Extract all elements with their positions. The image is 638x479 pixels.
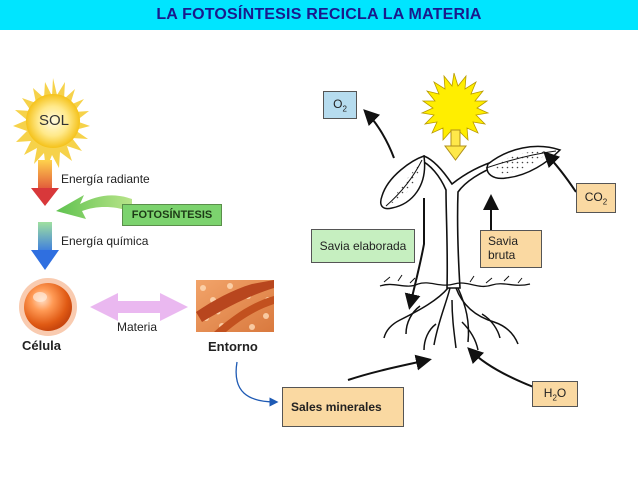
sun-label: SOL	[39, 112, 70, 129]
elaborated-sap-box: Savia elaborada	[311, 229, 415, 263]
co2-box: CO2	[576, 183, 616, 213]
sun-icon	[13, 78, 90, 170]
elaborated-sap-label: Savia elaborada	[319, 239, 407, 253]
plant-sun-icon	[420, 72, 490, 145]
title-banner: LA FOTOSÍNTESIS RECICLA LA MATERIA	[0, 0, 638, 30]
ground-line	[379, 282, 531, 288]
radiant-energy-label: Energía radiante	[61, 172, 150, 186]
flow-arrows	[347, 109, 577, 389]
environment-tissue-image	[196, 280, 274, 332]
oxygen-arrow	[363, 109, 395, 159]
co2-arrow	[543, 151, 577, 193]
photosynthesis-label: FOTOSÍNTESIS	[122, 204, 222, 226]
raw-sap-box: Savia bruta	[480, 230, 542, 268]
photosynthesis-arrow	[56, 195, 132, 219]
raw-sap-label-line2: bruta	[488, 248, 516, 262]
water-box: H2O	[532, 381, 578, 407]
ground-grass	[383, 274, 523, 284]
co2-label: CO2	[584, 189, 608, 207]
environment-to-salts-arrow	[235, 361, 279, 407]
matter-double-arrow	[90, 293, 188, 321]
mineral-salts-label: Sales minerales	[291, 400, 382, 414]
mineral-salts-arrow	[347, 354, 432, 381]
left-leaf	[380, 155, 426, 210]
chemical-energy-label: Energía química	[61, 234, 149, 248]
matter-label: Materia	[117, 320, 158, 334]
oxygen-box: O2	[323, 91, 357, 119]
plant-roots	[383, 287, 519, 351]
light-arrow-icon	[444, 129, 467, 161]
chemical-energy-arrow	[31, 222, 59, 270]
raw-sap-label-line1: Savia	[488, 234, 519, 248]
elaborated-sap-arrow	[404, 198, 425, 310]
radiant-energy-arrow	[31, 160, 59, 206]
right-leaf	[485, 145, 562, 180]
mineral-salts-box: Sales minerales	[282, 387, 404, 427]
plant-stem	[418, 155, 500, 289]
environment-label: Entorno	[208, 339, 258, 354]
cell-label: Célula	[22, 338, 62, 353]
cell-icon	[19, 278, 77, 336]
water-label: H2O	[543, 385, 567, 403]
page-title: LA FOTOSÍNTESIS RECICLA LA MATERIA	[156, 6, 482, 23]
oxygen-label: O2	[333, 96, 347, 114]
water-arrow	[467, 347, 537, 389]
